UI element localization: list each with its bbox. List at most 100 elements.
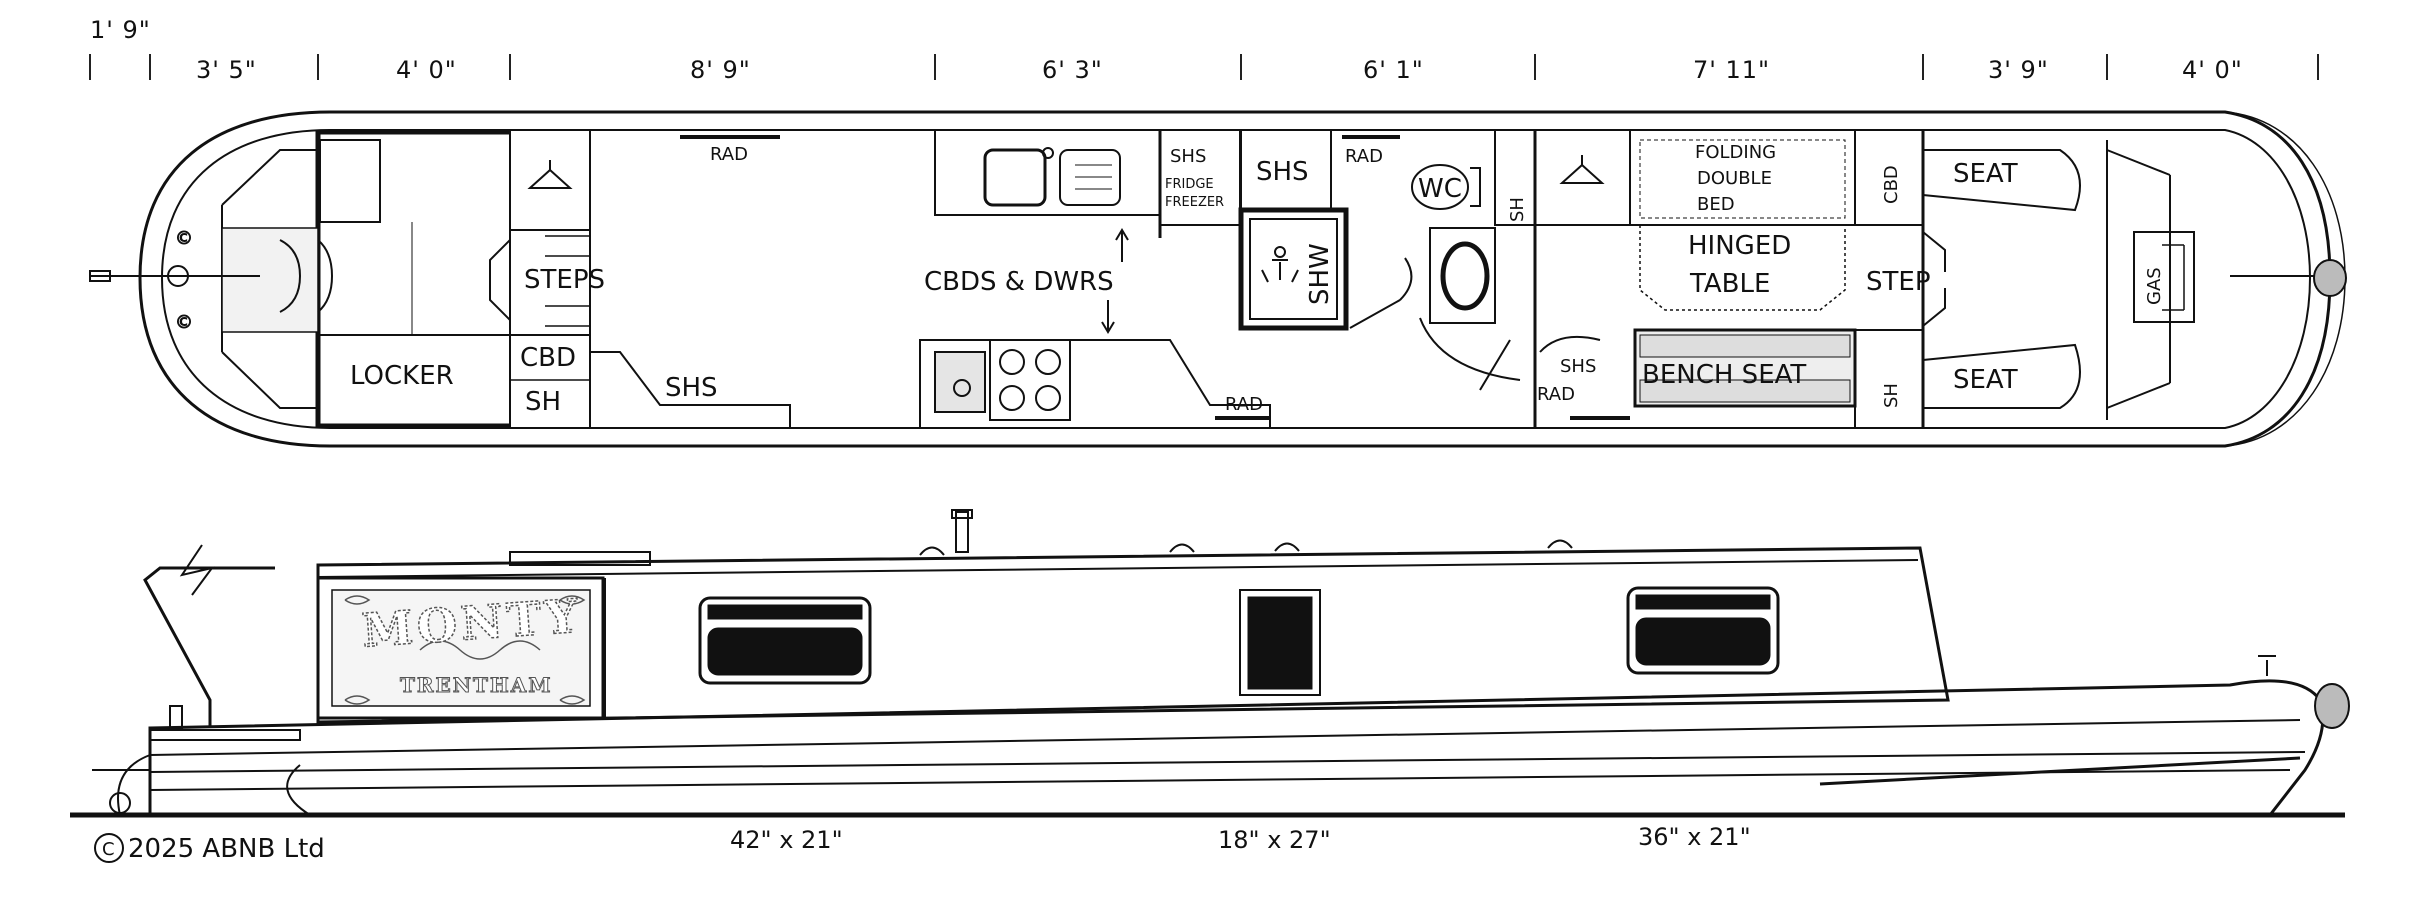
front-seat-lower [1922, 343, 2081, 409]
label-cbd-forward: CBD [1881, 165, 1902, 204]
label-folding: FOLDING [1695, 142, 1776, 163]
galley-top-worktop [934, 130, 1161, 216]
galley-sink [983, 148, 1047, 207]
hob-ring-2 [1035, 349, 1061, 375]
shower-door [1349, 257, 1413, 329]
hob-ring-1 [999, 349, 1025, 375]
roof-vent-3 [1274, 542, 1300, 552]
dim-bow-offset: 1' 9" [90, 16, 151, 44]
label-bench-seat: BENCH SEAT [1642, 360, 1806, 390]
bow-fender [2313, 259, 2347, 297]
rudder-post [167, 265, 189, 287]
name-panel-scroll [344, 595, 586, 705]
label-sh-stern: SH [525, 387, 561, 417]
label-locker: LOCKER [350, 361, 454, 391]
label-sh-bathroom: SH [1507, 197, 1528, 222]
copyright-circle [94, 833, 124, 863]
wardrobe-stern [509, 129, 591, 231]
wc-cistern [1470, 167, 1481, 207]
dim-section-7: 3' 9" [1988, 56, 2049, 84]
window-3 [1626, 586, 1780, 675]
basin [1440, 241, 1490, 311]
copyright-text: 2025 ABNB Ltd [128, 834, 325, 864]
window-3-size: 36" x 21" [1638, 823, 1751, 851]
name-panel-frame [316, 576, 605, 720]
bathroom-door [1419, 317, 1521, 391]
arrow-up [1115, 228, 1129, 262]
stern-copyright-mark-2: © [175, 312, 193, 333]
label-steps: STEPS [524, 265, 605, 295]
label-rad-saloon: RAD [710, 144, 748, 165]
hinged-table [1639, 225, 1846, 311]
label-seat-upper: SEAT [1953, 159, 2018, 189]
plan-hull-outer [138, 110, 2332, 448]
hanger-icon-2 [1559, 155, 1605, 184]
stern-post [169, 705, 183, 729]
dim-section-4: 6' 3" [1042, 56, 1103, 84]
forward-sh [1854, 329, 1924, 429]
label-cbd-stern: CBD [520, 343, 576, 373]
label-cbds-dwrs: CBDS & DWRS [924, 267, 1114, 297]
label-shs-fridge: SHS [1170, 146, 1206, 167]
roof-vent-2 [1169, 543, 1195, 553]
front-door-upper [1922, 231, 1946, 272]
hull-bow-strake [1819, 756, 2301, 786]
label-wc: WC [1418, 174, 1462, 204]
window-1-size: 42" x 21" [730, 826, 843, 854]
label-shs-saloon: SHS [665, 373, 718, 403]
window-1 [698, 596, 872, 685]
dim-section-5: 6' 1" [1363, 56, 1424, 84]
galley-drainer [1059, 149, 1121, 206]
window-2-size: 18" x 27" [1218, 826, 1331, 854]
stern-hatch [221, 227, 319, 333]
roof-vent-1 [919, 546, 945, 556]
roof-vent-4 [1547, 539, 1573, 549]
elevation-view [70, 509, 2350, 818]
steps-door [489, 239, 511, 321]
cbd-sh-block [509, 334, 591, 429]
front-seat-upper [1922, 149, 2081, 212]
label-freezer: FREEZER [1165, 195, 1224, 210]
stern-cupboard [319, 139, 381, 223]
shower-head-icon [1261, 259, 1299, 283]
bow-locker-lines [2106, 149, 2171, 409]
label-sh-forward: SH [1881, 383, 1902, 408]
stern-door-left [279, 239, 302, 313]
dim-section-2: 4' 0" [396, 56, 457, 84]
gas-locker [2133, 231, 2195, 323]
dim-section-8: 4' 0" [2182, 56, 2243, 84]
front-door-lower [1922, 288, 1946, 327]
window-2 [1239, 589, 1321, 696]
label-gas: GAS [2144, 267, 2165, 305]
stern-curve [117, 754, 311, 816]
stern-flag-mark [179, 544, 215, 596]
gunwale-line [149, 719, 2301, 756]
stern-door-right [317, 239, 334, 313]
arrow-down [1101, 300, 1115, 334]
galley-bottom-worktop [919, 339, 1271, 428]
rubbing-strake-1 [149, 751, 2306, 773]
label-rad-galley: RAD [1225, 394, 1263, 415]
cabin-roof-line [317, 559, 1919, 578]
shower-tray [1238, 207, 1349, 331]
label-seat-lower: SEAT [1953, 365, 2018, 395]
wc-pan [1411, 164, 1469, 210]
dimension-line [89, 54, 2319, 80]
stern-rail [143, 566, 275, 728]
wardrobe-forward [1534, 129, 1631, 226]
dim-section-6: 7' 11" [1693, 56, 1770, 84]
label-shs-bathroom: SHS [1256, 157, 1309, 187]
stern-deck [150, 729, 301, 741]
label-rad-bathroom: RAD [1345, 146, 1383, 167]
chimney [955, 511, 969, 553]
plan-view: © © [89, 110, 2347, 448]
label-rad-bedroom: RAD [1537, 384, 1575, 405]
label-bed: BED [1697, 194, 1735, 215]
hanger-icon-1 [527, 160, 573, 189]
hob [989, 339, 1071, 421]
bedroom-door [1539, 335, 1601, 353]
copyright-symbol: C [102, 839, 115, 860]
stern-fender [109, 792, 131, 814]
stern-well-curve [318, 129, 510, 429]
